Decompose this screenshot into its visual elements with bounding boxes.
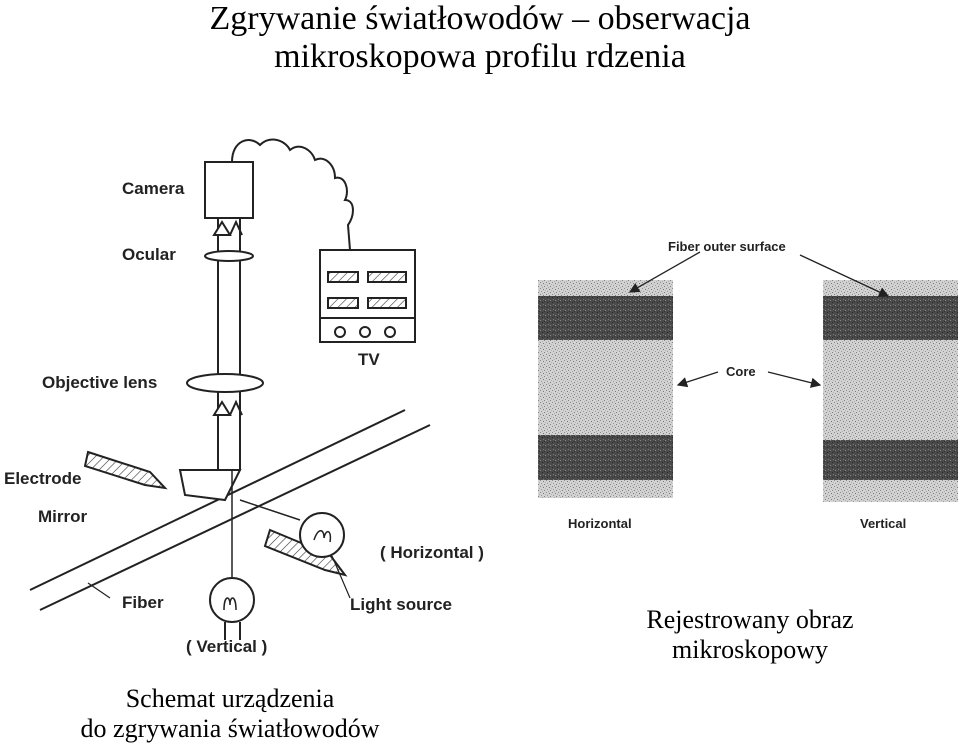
page-title: Zgrywanie światłowodów – obserwacja mikr…: [90, 0, 870, 76]
label-vertical-view: Vertical: [860, 516, 906, 531]
vertical-view-lower-edge: [823, 440, 958, 480]
caption-image-line-2: mikroskopowy: [672, 635, 828, 664]
label-core: Core: [726, 364, 756, 379]
electrode-left: [83, 450, 168, 490]
vertical-view-upper-edge: [823, 296, 958, 340]
horizontal-view-lower-edge: [538, 435, 673, 480]
title-line-1: Zgrywanie światłowodów – obserwacja: [209, 0, 751, 37]
objective-lens: [186, 373, 264, 393]
caption-image: Rejestrowany obraz mikroskopowy: [600, 605, 900, 665]
mirror: [178, 469, 242, 502]
label-fiber: Fiber: [122, 593, 164, 612]
light-source-vertical: [209, 577, 255, 623]
label-fiber-outer-surface: Fiber outer surface: [668, 239, 786, 254]
horizontal-view-upper-edge: [538, 296, 673, 340]
label-electrode: Electrode: [4, 469, 81, 488]
label-light-source: Light source: [350, 595, 452, 614]
label-mirror: Mirror: [38, 507, 88, 526]
label-tv: TV: [358, 350, 380, 369]
caption-apparatus: Schemat urządzenia do zgrywania światłow…: [30, 684, 430, 744]
ocular-lens: [204, 250, 254, 262]
caption-image-line-1: Rejestrowany obraz: [646, 605, 854, 634]
label-ocular: Ocular: [122, 245, 176, 264]
caption-apparatus-line-2: do zgrywania światłowodów: [80, 714, 380, 743]
camera-cable: [231, 138, 354, 251]
microscope-image: [538, 251, 958, 502]
fiber-line-bottom: [39, 424, 431, 611]
label-horizontal-view: Horizontal: [568, 516, 632, 531]
caption-apparatus-line-1: Schemat urządzenia: [125, 684, 335, 713]
apparatus-schematic: [29, 138, 431, 640]
camera-body: [204, 161, 254, 219]
label-vertical-source: ( Vertical ): [186, 637, 267, 656]
label-camera: Camera: [122, 179, 185, 198]
light-source-horizontal: [299, 512, 345, 558]
title-line-2: mikroskopowa profilu rdzenia: [274, 38, 686, 75]
label-objective-lens: Objective lens: [42, 373, 157, 392]
label-horizontal-source: ( Horizontal ): [380, 543, 484, 562]
